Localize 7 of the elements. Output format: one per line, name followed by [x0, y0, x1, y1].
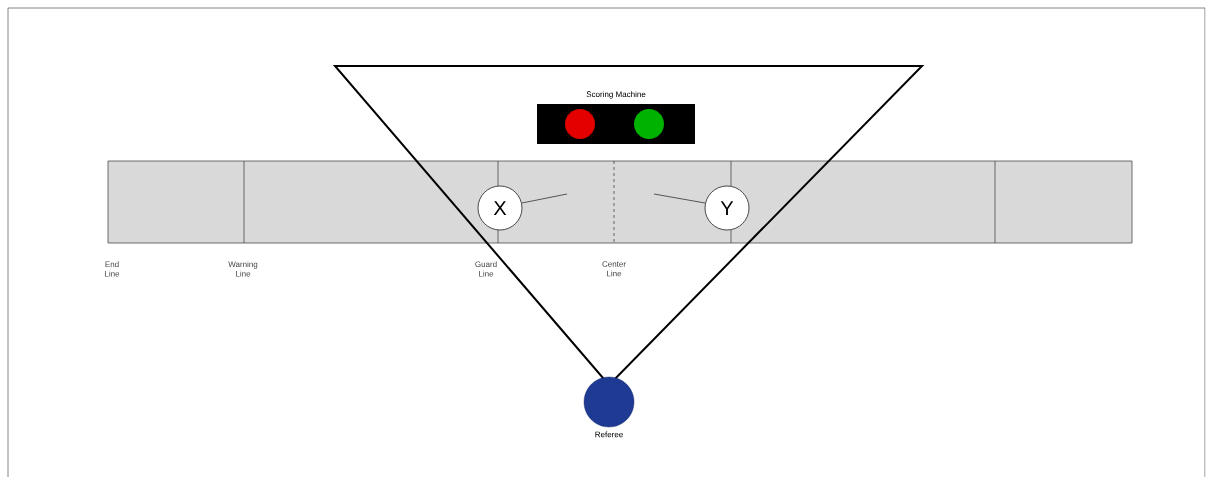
scoring-machine: Scoring Machine [537, 91, 695, 144]
line-label: Center Line [602, 261, 626, 277]
line-label: End Line [105, 261, 120, 277]
node-label: Scoring Machine [586, 91, 646, 99]
line-label: Warning Line [228, 261, 258, 277]
line-label: Guard Line [475, 261, 497, 277]
fencing-strip [107, 160, 1133, 244]
